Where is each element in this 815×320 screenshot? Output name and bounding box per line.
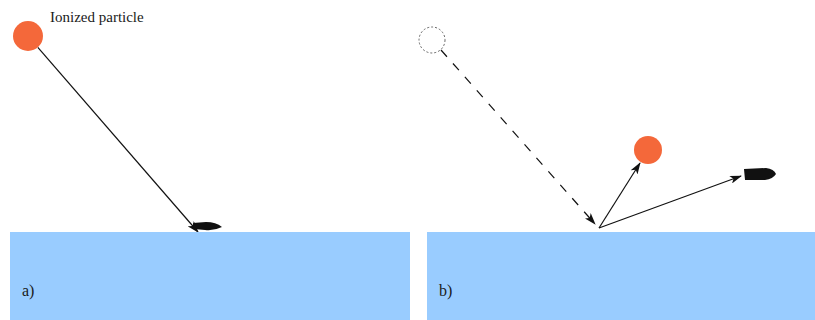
panel-label: b) bbox=[439, 282, 452, 300]
panel-label: a) bbox=[22, 282, 34, 300]
ejected-particle bbox=[193, 222, 222, 230]
surface-panel: a) bbox=[10, 232, 410, 320]
particle-label: Ionized particle bbox=[50, 9, 144, 26]
incoming-path bbox=[441, 50, 595, 224]
ionized-particle: Ionized particle bbox=[13, 21, 43, 51]
reflected-path bbox=[599, 163, 640, 228]
trajectory-arrow bbox=[38, 47, 198, 232]
ejected-particle bbox=[744, 168, 776, 180]
ejected-path bbox=[599, 176, 741, 228]
particle-circle bbox=[13, 21, 43, 51]
connector-layer bbox=[38, 47, 198, 232]
reflected-particle bbox=[634, 136, 662, 164]
former-particle-outline bbox=[419, 27, 445, 53]
surface-panel: b) bbox=[427, 232, 815, 320]
circle-outline bbox=[13, 21, 43, 51]
